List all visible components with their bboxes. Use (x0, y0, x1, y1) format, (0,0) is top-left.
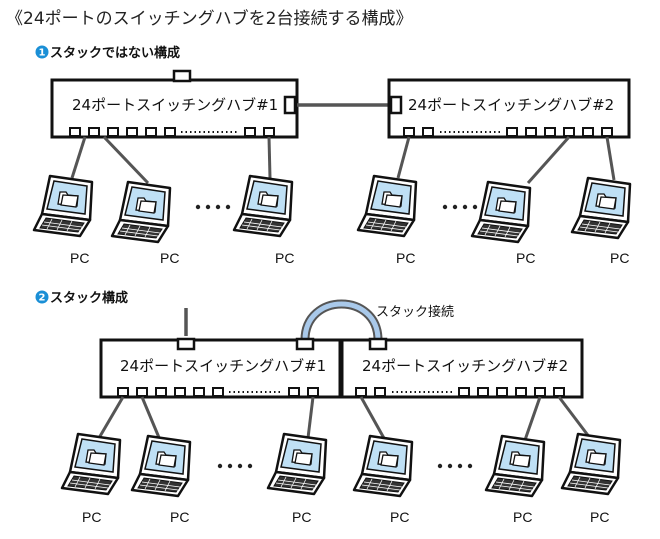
hub-2-side-port (389, 95, 403, 115)
hub-1-ports (117, 387, 319, 397)
section-1: 1 スタックではない構成 24ポートスイッチングハブ#1 (32, 45, 632, 266)
pc-label: PC (160, 250, 179, 266)
hub-2-ports (403, 127, 613, 137)
laptop-icon (32, 174, 94, 238)
hub-2-stacked: 24ポートスイッチングハブ#2 (340, 337, 584, 399)
stack-cable (302, 301, 381, 341)
laptop-icon (266, 432, 328, 496)
hub-1-stacked: 24ポートスイッチングハブ#1 (99, 337, 342, 399)
laptop-icon (352, 434, 414, 498)
pc-label: PC (292, 509, 311, 525)
section-2-number: 2 (39, 293, 46, 304)
hub-2-label: 24ポートスイッチングハブ#2 (362, 357, 568, 375)
section-1-pc-cables (70, 135, 616, 185)
laptop-icon (570, 176, 632, 240)
hub-1-side-port (283, 95, 297, 115)
stack-cable-outline (300, 299, 383, 341)
hub-2-non-stack: 24ポートスイッチングハブ#2 (387, 78, 631, 139)
section-2-more-pcs-dots (217, 463, 473, 469)
pc-label: PC (275, 250, 294, 266)
laptop-icon (232, 174, 294, 238)
hub-1-top-port (172, 69, 192, 83)
pc-label: PC (513, 509, 532, 525)
pc-label: PC (590, 509, 609, 525)
laptop-icon (110, 180, 172, 244)
section-2-number-badge (35, 290, 49, 304)
hub-1-label: 24ポートスイッチングハブ#1 (120, 357, 326, 375)
section-1-more-pcs-dots (195, 204, 478, 210)
section-2-pc-cables (97, 396, 592, 441)
hub-1-stack-port (295, 337, 315, 351)
pc-label: PC (396, 250, 415, 266)
pc-label: PC (390, 509, 409, 525)
section-2: 2 スタック構成 スタック接続 24ポートスイッチングハブ#1 (35, 290, 622, 525)
section-1-label: スタックではない構成 (50, 45, 180, 61)
section-2-label: スタック構成 (50, 290, 128, 306)
laptop-icon (60, 432, 122, 496)
pc-label: PC (82, 509, 101, 525)
pc-label: PC (516, 250, 535, 266)
laptop-icon (560, 432, 622, 496)
hub-2-ports (355, 387, 565, 397)
pc-label: PC (610, 250, 629, 266)
laptop-icon (470, 180, 532, 244)
page-title: 《24ポートのスイッチングハブを2台接続する構成》 (6, 9, 413, 29)
hub-1-label: 24ポートスイッチングハブ#1 (72, 96, 278, 114)
laptop-icon (484, 434, 546, 498)
pc-label: PC (70, 250, 89, 266)
laptop-icon (130, 434, 192, 498)
laptop-icon (356, 174, 418, 238)
section-1-number: 1 (39, 48, 46, 59)
hub-1-non-stack: 24ポートスイッチングハブ#1 (50, 69, 299, 139)
hub-1-ports (69, 127, 275, 137)
hub-2-label: 24ポートスイッチングハブ#2 (408, 96, 614, 114)
hub-2-stack-port (368, 337, 388, 351)
hub-1-uplink-port (176, 337, 196, 351)
stack-connection-label: スタック接続 (376, 304, 454, 320)
section-1-number-badge (35, 45, 49, 59)
pc-label: PC (170, 509, 189, 525)
